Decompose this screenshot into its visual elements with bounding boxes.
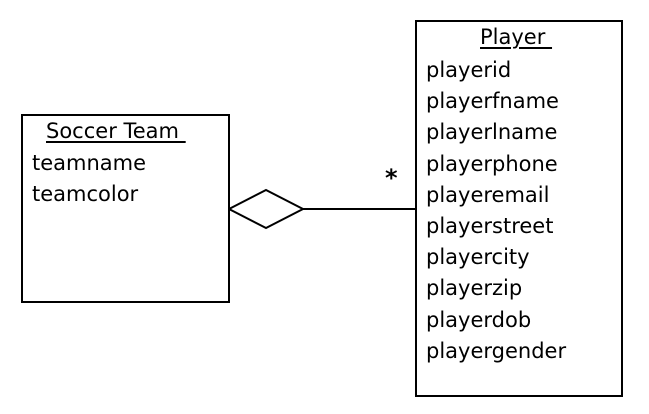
attribute-playerzip: playerzip — [426, 276, 523, 301]
aggregation-diamond — [226, 188, 306, 230]
soccer-team-class-name: Soccer Team — [46, 119, 186, 143]
attribute-playerfname: playerfname — [426, 89, 559, 114]
attribute-playeremail: playeremail — [426, 182, 550, 207]
soccer-team-attribute-list: teamname teamcolor — [32, 148, 146, 210]
attribute-teamcolor: teamcolor — [32, 182, 139, 207]
attribute-playerid: playerid — [426, 58, 512, 82]
attribute-playergender: playergender — [426, 338, 567, 363]
attribute-playerphone: playerphone — [426, 151, 558, 176]
soccer-team-class-box: Soccer Team teamname teamcolor — [21, 114, 230, 303]
player-class-name: Player — [480, 25, 553, 49]
attribute-playercity: playercity — [426, 245, 530, 270]
player-class-box: Player playerid playerfname playerlname … — [415, 20, 623, 397]
attribute-teamname: teamname — [32, 151, 147, 175]
attribute-playerlname: playerlname — [426, 120, 558, 145]
multiplicity-label: * — [385, 164, 398, 192]
player-attribute-list: playerid playerfname playerlname playerp… — [426, 55, 566, 367]
attribute-playerdob: playerdob — [426, 307, 532, 332]
attribute-playerstreet: playerstreet — [426, 213, 554, 238]
